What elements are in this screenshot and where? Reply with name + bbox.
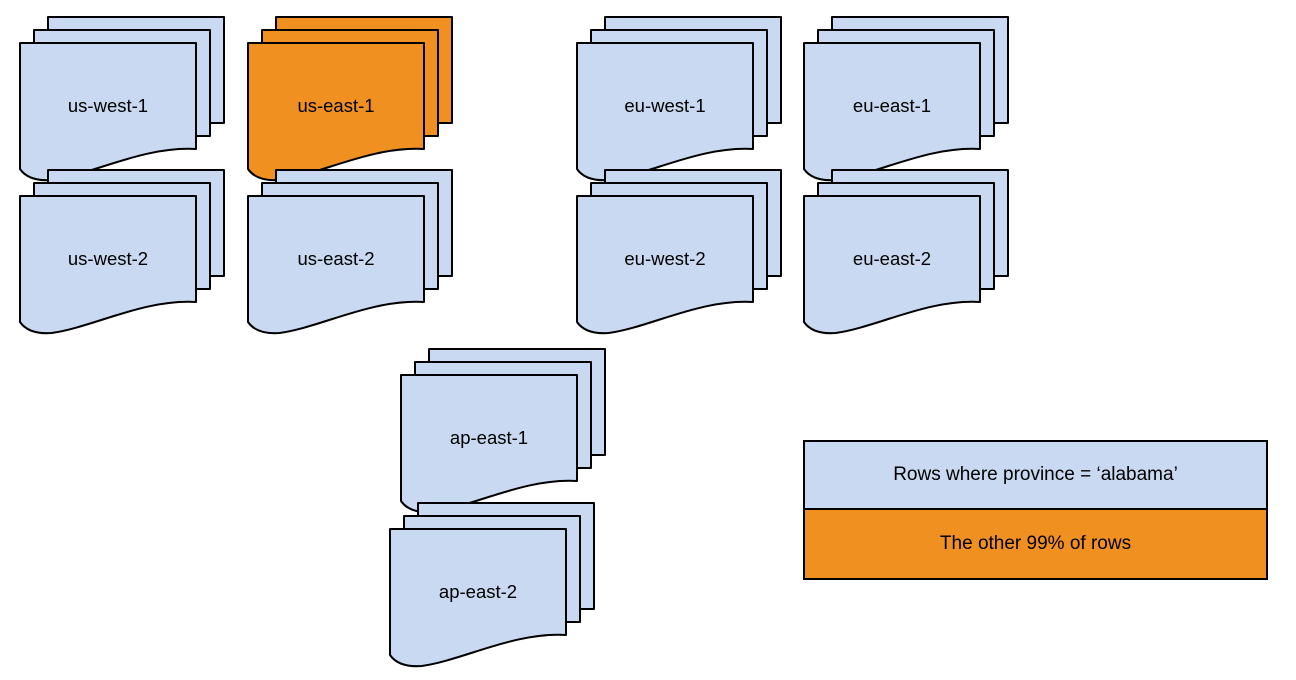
region-stack-eu-west-2[interactable]: eu-west-2 bbox=[576, 169, 801, 338]
legend: Rows where province = ‘alabama’ The othe… bbox=[803, 440, 1268, 580]
card-front bbox=[576, 195, 754, 335]
region-stack-us-east-1[interactable]: us-east-1 bbox=[247, 16, 472, 185]
region-stack-shape bbox=[803, 169, 1009, 335]
region-stack-shape bbox=[576, 16, 782, 182]
legend-label-orange: The other 99% of rows bbox=[939, 533, 1132, 554]
region-stack-us-east-2[interactable]: us-east-2 bbox=[247, 169, 472, 338]
card-front bbox=[247, 42, 425, 182]
region-stack-shape bbox=[19, 169, 225, 335]
card-front bbox=[803, 195, 981, 335]
card-front bbox=[389, 528, 567, 668]
region-stack-shape bbox=[803, 16, 1009, 182]
region-stack-eu-east-2[interactable]: eu-east-2 bbox=[803, 169, 1028, 338]
region-stack-eu-east-1[interactable]: eu-east-1 bbox=[803, 16, 1028, 185]
region-stack-shape bbox=[247, 16, 453, 182]
card-front bbox=[247, 195, 425, 335]
card-front bbox=[576, 42, 754, 182]
card-front bbox=[19, 42, 197, 182]
region-stack-ap-east-2[interactable]: ap-east-2 bbox=[389, 502, 614, 671]
card-front bbox=[803, 42, 981, 182]
card-front bbox=[400, 374, 578, 514]
region-stack-ap-east-1[interactable]: ap-east-1 bbox=[400, 348, 625, 517]
legend-row-blue: Rows where province = ‘alabama’ bbox=[805, 442, 1266, 510]
region-stack-shape bbox=[247, 169, 453, 335]
region-stack-shape bbox=[400, 348, 606, 514]
legend-label-blue: Rows where province = ‘alabama’ bbox=[893, 464, 1178, 485]
legend-row-orange: The other 99% of rows bbox=[805, 510, 1266, 578]
region-stack-us-west-2[interactable]: us-west-2 bbox=[19, 169, 244, 338]
region-stack-eu-west-1[interactable]: eu-west-1 bbox=[576, 16, 801, 185]
card-front bbox=[19, 195, 197, 335]
region-stack-us-west-1[interactable]: us-west-1 bbox=[19, 16, 244, 185]
region-stack-shape bbox=[19, 16, 225, 182]
region-stack-shape bbox=[576, 169, 782, 335]
region-stack-shape bbox=[389, 502, 595, 668]
